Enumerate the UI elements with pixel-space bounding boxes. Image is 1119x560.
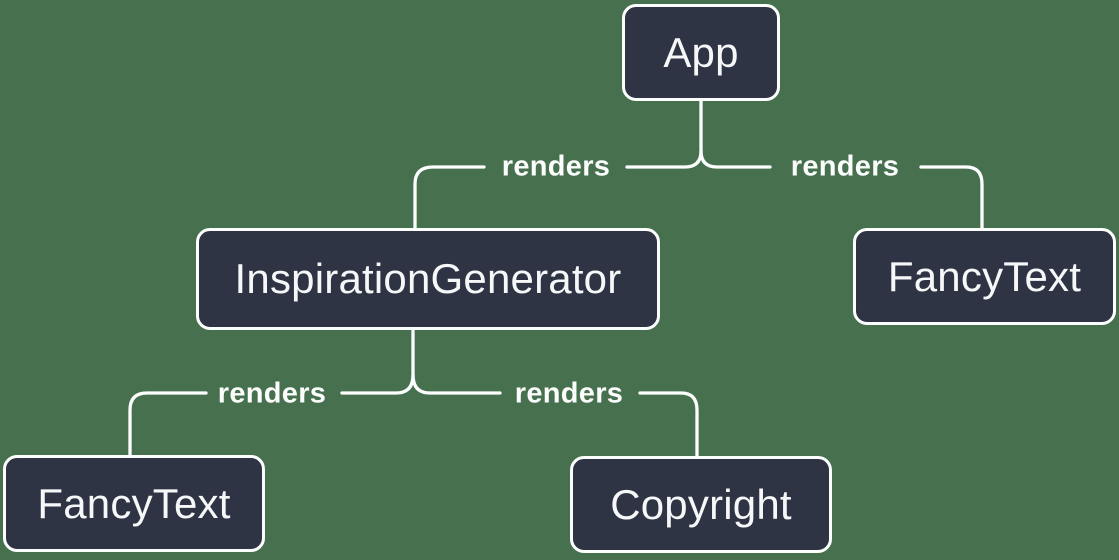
node-copyright: Copyright <box>570 456 832 553</box>
node-copyright-label: Copyright <box>610 480 792 528</box>
edge-label-renders-inspiration-copyright: renders <box>514 377 624 410</box>
node-fancy-text-left: FancyText <box>3 455 265 552</box>
edge-label-renders-app-inspiration: renders <box>501 150 611 183</box>
edge-label-renders-inspiration-fancytext: renders <box>217 377 327 410</box>
node-fancy-text-right-label: FancyText <box>887 252 1082 300</box>
node-app-label: App <box>663 28 739 76</box>
node-app: App <box>622 4 780 101</box>
edge-inspirationgenerator-copyright <box>411 373 699 458</box>
edge-app-fancytext <box>699 149 984 231</box>
node-inspiration-generator: InspirationGenerator <box>196 228 660 330</box>
node-fancy-text-left-label: FancyText <box>37 479 231 527</box>
node-inspiration-generator-label: InspirationGenerator <box>234 255 622 302</box>
edge-label-renders-app-fancytext: renders <box>790 150 900 183</box>
node-fancy-text-right: FancyText <box>853 228 1116 325</box>
